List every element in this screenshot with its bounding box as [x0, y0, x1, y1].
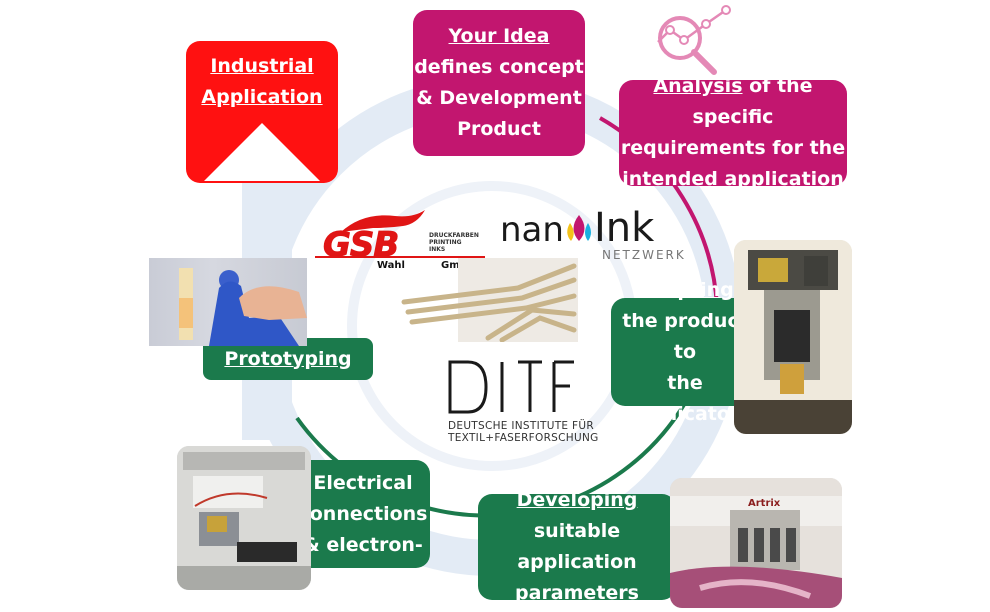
- analysis-title: Analysis: [653, 75, 743, 97]
- textile-printer-photo: Artrix: [670, 478, 842, 608]
- developing-box: Developing suitable application paramete…: [478, 489, 676, 604]
- ditf-logo-mark: [448, 360, 574, 414]
- nanoink-ink: Ink: [593, 205, 655, 251]
- dolphin-icon: [341, 210, 425, 232]
- ditf-subtitle: DEUTSCHE INSTITUTE FÜR TEXTIL+FASERFORSC…: [448, 420, 599, 444]
- industrial-application-title-2: Application: [201, 86, 323, 108]
- your-idea-line-3: Product: [457, 118, 541, 140]
- nanoink-logo: nan Ink: [500, 208, 654, 250]
- electrical-line-3: & electron-: [303, 533, 423, 556]
- prototyping-title: Prototyping: [224, 347, 352, 370]
- magnifier-analysis-icon: [657, 5, 731, 75]
- developing-line-2: parameters: [515, 582, 639, 604]
- touch-sensor-photo: [149, 258, 307, 346]
- ditf-line-2: TEXTIL+FASERFORSCHUNG: [448, 432, 599, 444]
- your-idea-box: Your Idea defines concept & Development …: [413, 10, 585, 156]
- your-idea-line-2: & Development: [416, 87, 582, 109]
- analysis-line-1: requirements for the: [620, 137, 846, 159]
- printed-electrodes-image: [401, 258, 578, 342]
- electrical-box: Electrical connections & electron-: [296, 460, 430, 568]
- gsb-small-text: DRUCKFARBEN PRINTING INKS: [429, 232, 479, 253]
- white-arrow-head: [204, 123, 320, 181]
- lab-machine-photo: [177, 446, 311, 590]
- developing-title: Developing: [516, 489, 638, 511]
- nanoink-netzwerk: NETZWERK: [602, 248, 686, 262]
- gsb-wahl: Wahl: [377, 260, 405, 271]
- your-idea-line-1: defines concept: [414, 56, 584, 78]
- printer-brand-label: Artrix: [748, 498, 781, 509]
- industrial-application-title-1: Industrial: [210, 55, 314, 77]
- electrical-line-2: connections: [298, 502, 428, 525]
- robot-applicator-photo: [734, 240, 852, 434]
- nanoink-prefix: nan: [500, 210, 564, 250]
- analysis-title-rest: of the specific: [692, 75, 813, 128]
- developing-line-1: suitable application: [517, 520, 637, 573]
- ink-drops-icon: [567, 215, 591, 241]
- electrical-line-1: Electrical: [313, 471, 413, 494]
- adapting-title: Adapting: [636, 278, 734, 301]
- analysis-box: Analysis of the specific requirements fo…: [619, 75, 847, 190]
- adapting-line-2: the applicator: [630, 371, 740, 425]
- adapting-line-1: the product to: [622, 309, 748, 363]
- analysis-line-2: intended application: [622, 168, 844, 190]
- your-idea-title: Your Idea: [448, 25, 550, 47]
- ditf-line-1: DEUTSCHE INSTITUTE FÜR: [448, 420, 594, 432]
- industrial-application-box: Industrial Application: [186, 41, 338, 183]
